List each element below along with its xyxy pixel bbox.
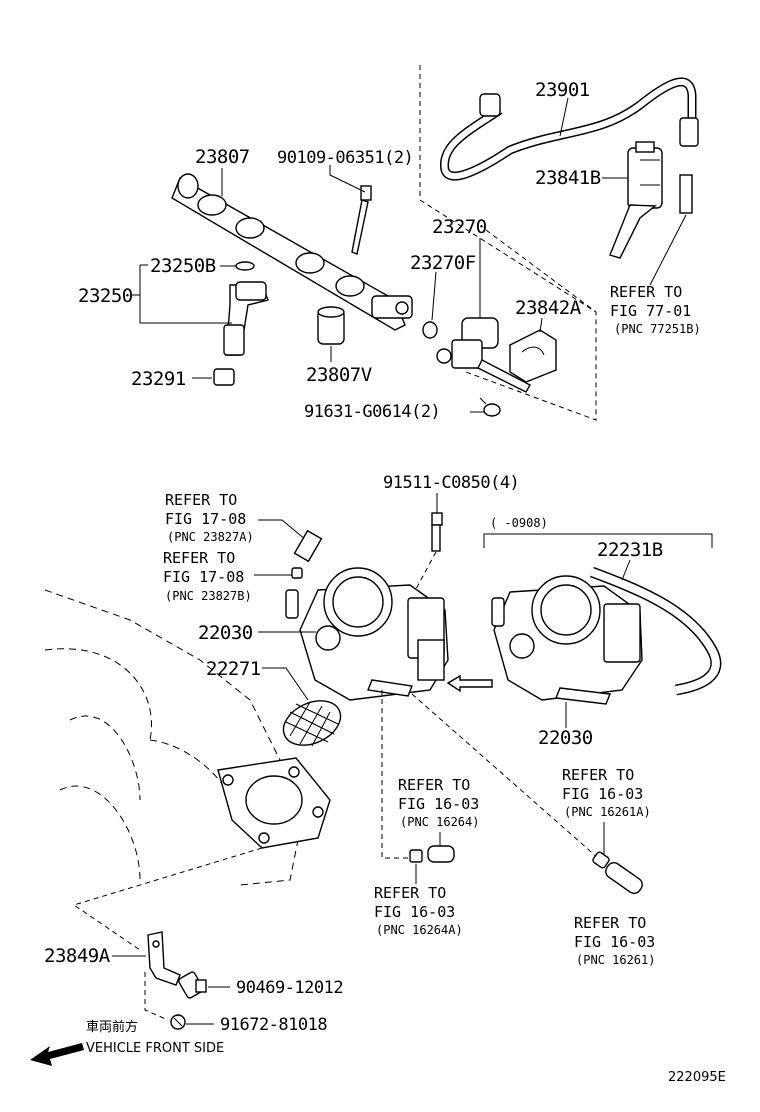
- manifold-flange: [217, 757, 331, 849]
- ref-17-08b-pnc: (PNC 23827B): [165, 589, 252, 603]
- label-91511: 91511-C0850(4): [383, 473, 519, 493]
- injector-23250: [223, 281, 269, 356]
- label-23849A: 23849A: [44, 945, 111, 967]
- sensor-90469: [178, 971, 207, 999]
- ref-16264A-line1: REFER TO: [374, 884, 446, 902]
- label-22231B: 22231B: [597, 539, 663, 561]
- bolt-90109: [351, 185, 372, 255]
- fuel-rail-23807: [171, 173, 413, 331]
- ref-17-08b-line2: FIG 17-08: [163, 568, 244, 586]
- ref-77-01-line1: REFER TO: [610, 283, 682, 301]
- bolt-91511: [431, 512, 443, 552]
- fuel-hose-23901: [440, 77, 699, 181]
- clip-23827B: [291, 567, 303, 579]
- label-23807V: 23807V: [306, 364, 372, 386]
- ref-17-08a-line2: FIG 17-08: [165, 510, 246, 528]
- ref-17-08b-line1: REFER TO: [163, 549, 235, 567]
- ref-16261A-line1: REFER TO: [562, 766, 634, 784]
- bolt-91631: [479, 397, 501, 417]
- label-22030-right: 22030: [538, 727, 593, 749]
- ref-16264A-line2: FIG 16-03: [374, 903, 455, 921]
- label-22030-left: 22030: [198, 622, 253, 644]
- label-23291: 23291: [131, 368, 186, 390]
- label-23901: 23901: [535, 79, 590, 101]
- fitting-16261A: [592, 851, 610, 869]
- regulator-23270: [436, 317, 531, 393]
- footer: 車両前方 VEHICLE FRONT SIDE 222095E: [30, 1019, 726, 1085]
- label-22271: 22271: [206, 658, 261, 680]
- intake-manifold-outline: [44, 589, 301, 886]
- connector-23841B: [609, 141, 663, 259]
- hose-16261: [605, 862, 643, 894]
- vehicle-front-jp: 車両前方: [86, 1019, 138, 1035]
- replace-arrow: [446, 674, 493, 693]
- ref-16261-line1: REFER TO: [574, 914, 646, 932]
- front-arrow-icon: [30, 1043, 84, 1066]
- ref-16264A-pnc: (PNC 16264A): [376, 923, 463, 937]
- hose-22231B: [590, 566, 722, 696]
- o-ring-23250B: [235, 261, 255, 271]
- label-23841B: 23841B: [535, 167, 601, 189]
- label-23270: 23270: [432, 216, 487, 238]
- label-23250B: 23250B: [150, 255, 216, 277]
- throttle-section: 91511-C0850(4) REFER TO FIG 17-08 (PNC 2…: [44, 473, 722, 1035]
- ref-16264-line1: REFER TO: [398, 776, 470, 794]
- ref-16261A-pnc: (PNC 16261A): [564, 805, 651, 819]
- ref-77-01-line2: FIG 77-01: [610, 302, 691, 320]
- throttle-body-22030-right: [491, 575, 643, 705]
- ref-16264-pnc: (PNC 16264): [400, 815, 479, 829]
- label-23250: 23250: [78, 285, 133, 307]
- fuel-rail-section: 23901 23841B REFER TO FIG 77-01 (PNC 772…: [78, 65, 701, 422]
- label-90469: 90469-12012: [236, 978, 343, 998]
- gasket-22271: [282, 700, 342, 747]
- hose-stub-77251B: [679, 174, 693, 214]
- bolt-91672: [170, 1014, 186, 1030]
- ref-16261-pnc: (PNC 16261): [576, 953, 655, 967]
- ref-16261A-line2: FIG 16-03: [562, 785, 643, 803]
- figure-code: 222095E: [668, 1070, 726, 1085]
- ref-16261-line2: FIG 16-03: [574, 933, 655, 951]
- ref-17-08a-pnc: (PNC 23827A): [167, 530, 254, 544]
- ref-16264-line2: FIG 16-03: [398, 795, 479, 813]
- label-23807: 23807: [195, 146, 250, 168]
- o-ring-23270F: [422, 321, 438, 339]
- collar-23807V: [317, 306, 345, 345]
- fitting-16264A: [409, 849, 423, 863]
- label-23842A: 23842A: [515, 297, 582, 319]
- hose-16264: [427, 845, 455, 863]
- hose-23827A: [293, 529, 323, 563]
- vehicle-front-en: VEHICLE FRONT SIDE: [86, 1041, 224, 1056]
- cap-23291: [213, 368, 235, 386]
- label-90109: 90109-06351(2): [277, 148, 413, 168]
- label-91672: 91672-81018: [220, 1015, 327, 1035]
- label-23270F: 23270F: [410, 252, 476, 274]
- throttle-body-22030-left: [285, 567, 449, 701]
- ref-77-01-pnc: (PNC 77251B): [614, 322, 701, 336]
- bracket-23849A: [147, 931, 181, 986]
- clamp-23842A: [509, 329, 557, 383]
- ref-17-08a-line1: REFER TO: [165, 491, 237, 509]
- label-91631: 91631-G0614(2): [304, 402, 440, 422]
- date-range: ( -0908): [490, 516, 548, 530]
